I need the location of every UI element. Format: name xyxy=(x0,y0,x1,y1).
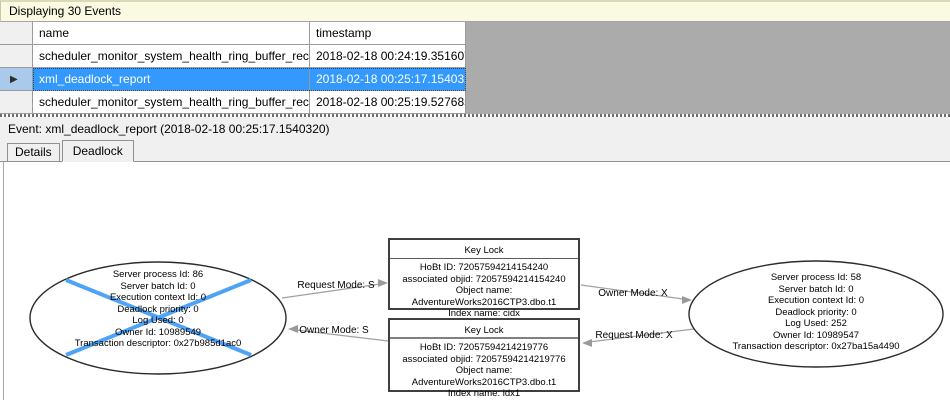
row-selector-cell[interactable] xyxy=(0,91,33,114)
events-count-banner: Displaying 30 Events xyxy=(0,0,950,22)
process-node xyxy=(688,260,944,368)
lock-line: Object name: AdventureWorks2016CTP3.dbo.… xyxy=(411,365,557,388)
table-row[interactable]: scheduler_monitor_system_health_ring_buf… xyxy=(0,45,466,68)
process-line: Deadlock priority: 0 xyxy=(117,303,199,315)
process-line: Server process Id: 86 xyxy=(112,269,204,280)
event-timestamp-cell[interactable]: 2018-02-18 00:25:17.1540320 xyxy=(310,68,466,91)
victim-cross-icon xyxy=(65,278,252,357)
pane-left-border xyxy=(3,162,4,400)
process-line: Deadlock priority: 0 xyxy=(775,306,857,318)
current-row-arrow-icon: ▶ xyxy=(10,74,18,85)
tab-details[interactable]: Details xyxy=(7,143,60,161)
deadlock-graph-pane: Server process Id: 86 Server batch Id: 0… xyxy=(0,162,950,400)
tab-deadlock[interactable]: Deadlock xyxy=(61,140,134,162)
arrowhead-request-s-icon xyxy=(378,279,388,287)
lock-line: Object name: AdventureWorks2016CTP3.dbo.… xyxy=(411,285,557,308)
arrowhead-owner-s-icon xyxy=(288,325,298,333)
events-grid: name timestamp scheduler_monitor_system_… xyxy=(0,22,950,114)
process-line: Log Used: 0 xyxy=(132,315,184,326)
column-header-name[interactable]: name xyxy=(33,22,310,45)
lock-line: Index name: idx1 xyxy=(447,388,521,399)
resource-node-key-lock-cidx: Key Lock HoBt ID: 72057594214154240 asso… xyxy=(388,238,580,319)
edge-label-owner-mode-s: Owner Mode: S xyxy=(299,325,369,336)
graph-edges xyxy=(281,283,695,343)
event-detail-header: Event: xml_deadlock_report (2018-02-18 0… xyxy=(0,117,950,141)
process-line: Execution context Id: 0 xyxy=(109,292,207,303)
lock-line: HoBt ID: 72057594214219776 xyxy=(419,342,549,353)
edge-label-owner-mode-x: Owner Mode: X xyxy=(598,288,668,299)
detail-tabstrip: Details Deadlock xyxy=(0,140,950,162)
process-line: Execution context Id: 0 xyxy=(767,295,865,306)
event-timestamp-cell[interactable]: 2018-02-18 00:25:19.5276859 xyxy=(310,91,466,114)
process-line: Server batch Id: 0 xyxy=(120,280,196,292)
row-selector-cell[interactable] xyxy=(0,45,33,68)
grid-corner-cell xyxy=(0,22,33,45)
lock-line: associated objid: 72057594214154240 xyxy=(402,273,566,285)
column-header-timestamp[interactable]: timestamp xyxy=(310,22,466,45)
grid-detail-splitter[interactable] xyxy=(0,114,950,117)
event-timestamp-cell[interactable]: 2018-02-18 00:24:19.3516078 xyxy=(310,45,466,68)
process-line: Log Used: 252 xyxy=(785,318,847,329)
arrowhead-owner-x-icon xyxy=(682,296,692,304)
process-line: Transaction descriptor: 0x27b985d1ac0 xyxy=(74,338,242,349)
events-count-label: Displaying 30 Events xyxy=(9,4,122,18)
lock-title: Key Lock xyxy=(390,320,578,339)
event-name-cell[interactable]: xml_deadlock_report xyxy=(33,68,310,91)
lock-line: associated objid: 72057594214219776 xyxy=(402,353,566,365)
process-details: Server process Id: 58 Server batch Id: 0… xyxy=(696,272,936,353)
deadlock-graph-canvas xyxy=(29,260,944,375)
lock-line: Index name: cidx xyxy=(448,308,520,319)
edge-label-request-mode-s: Request Mode: S xyxy=(297,280,375,291)
process-line: Owner Id: 10989547 xyxy=(772,329,860,341)
process-line: Server batch Id: 0 xyxy=(778,283,854,295)
resource-node-key-lock-idx1: Key Lock HoBt ID: 72057594214219776 asso… xyxy=(388,318,580,399)
grid-header-row: name timestamp xyxy=(0,22,466,45)
process-line: Transaction descriptor: 0x27ba15a4490 xyxy=(732,341,900,352)
process-line: Server process Id: 58 xyxy=(770,272,862,283)
edge-label-request-mode-x: Request Mode: X xyxy=(595,330,673,341)
row-selector-cell[interactable]: ▶ xyxy=(0,68,33,91)
process-line: Owner Id: 10989549 xyxy=(114,326,202,338)
lock-line: HoBt ID: 72057594214154240 xyxy=(419,262,549,273)
event-detail-label: Event: xml_deadlock_report (2018-02-18 0… xyxy=(8,122,330,136)
event-name-cell[interactable]: scheduler_monitor_system_health_ring_buf… xyxy=(33,91,310,114)
event-name-cell[interactable]: scheduler_monitor_system_health_ring_buf… xyxy=(33,45,310,68)
table-row-selected[interactable]: ▶ xml_deadlock_report 2018-02-18 00:25:1… xyxy=(0,68,466,91)
process-victim-details: Server process Id: 86 Server batch Id: 0… xyxy=(38,269,278,350)
arrowhead-request-x-icon xyxy=(582,339,592,347)
lock-title: Key Lock xyxy=(390,240,578,259)
table-row[interactable]: scheduler_monitor_system_health_ring_buf… xyxy=(0,91,466,114)
